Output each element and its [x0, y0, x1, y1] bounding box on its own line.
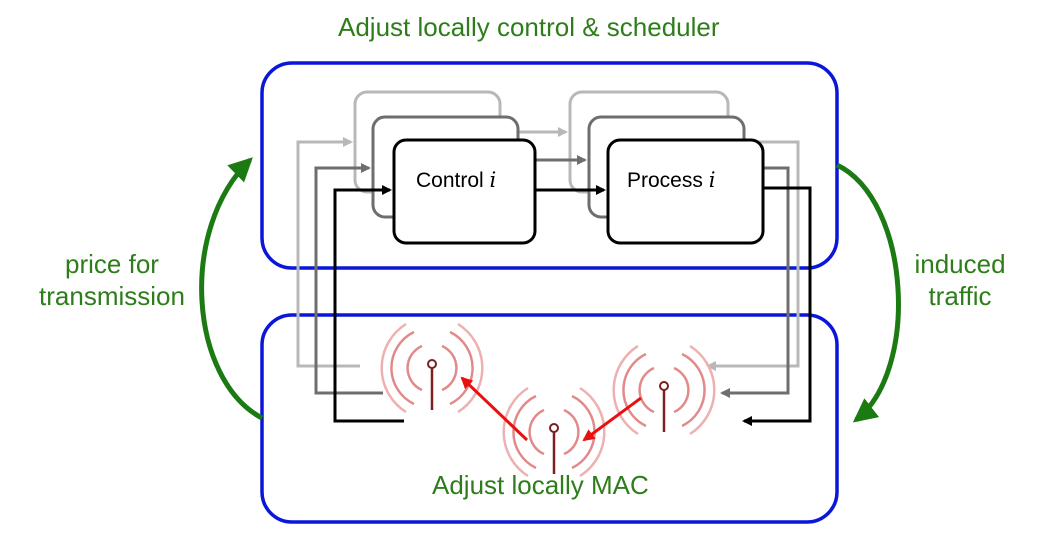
- traffic-label: induced traffic: [890, 248, 1030, 312]
- process-box: [606, 138, 765, 245]
- traffic-feedback-arrow: [835, 162, 901, 423]
- process-box-index: i: [708, 168, 716, 192]
- feedback-middle-out: [720, 166, 790, 398]
- process-box-text: Process: [627, 169, 703, 192]
- price-label-line2: transmission: [39, 281, 185, 311]
- mac-arrow-right-to-center: [582, 396, 642, 442]
- control-box-index: i: [489, 168, 497, 192]
- antenna-icon: [612, 344, 716, 436]
- scheduler-region-title: Adjust locally control & scheduler: [338, 12, 720, 42]
- traffic-label-line2: traffic: [928, 281, 992, 311]
- mac-region: [260, 313, 839, 524]
- control-box-label: Control i: [416, 168, 496, 193]
- feedback-front-in: [333, 185, 404, 423]
- feedback-middle-in: [314, 163, 383, 395]
- price-label: price for transmission: [22, 248, 202, 312]
- traffic-label-line1: induced: [914, 249, 1006, 279]
- feedback-back-in: [296, 137, 360, 368]
- control-box-text: Control: [416, 169, 484, 192]
- process-box-label: Process i: [627, 168, 715, 193]
- feedback-back-out: [706, 140, 800, 371]
- feedback-front-out: [742, 186, 812, 426]
- price-label-line1: price for: [65, 249, 159, 279]
- front-layer: [333, 138, 812, 426]
- antenna-icon: [380, 322, 484, 414]
- antenna-icon: [502, 386, 606, 478]
- mac-region-title: Adjust locally MAC: [432, 470, 649, 500]
- price-feedback-arrow: [199, 157, 264, 421]
- mac-arrow-center-to-left: [460, 376, 529, 442]
